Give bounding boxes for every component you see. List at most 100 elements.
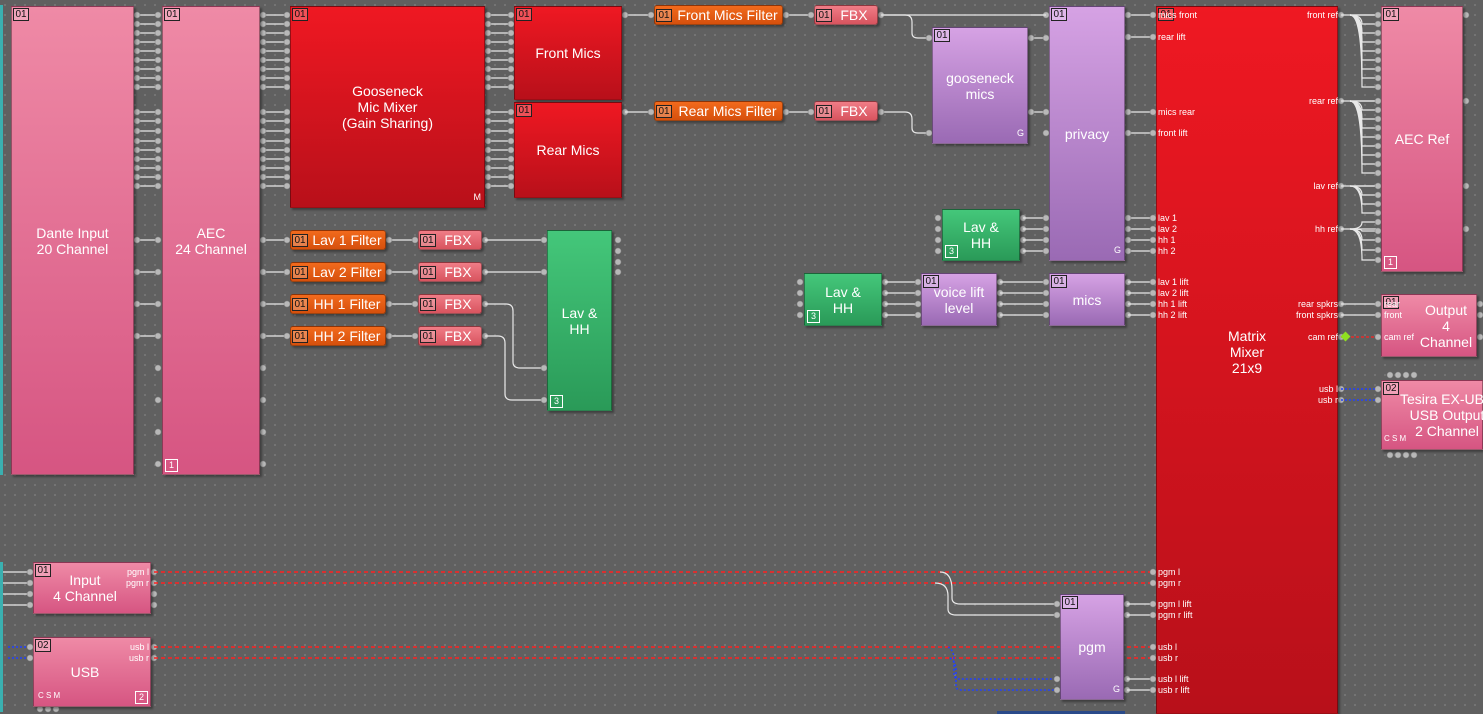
port-node[interactable] [484, 83, 492, 91]
port-node[interactable] [154, 428, 162, 436]
port-node[interactable] [154, 11, 162, 19]
port-node[interactable] [259, 20, 267, 28]
port-node[interactable] [614, 236, 622, 244]
rear-mics-block[interactable]: 01 Rear Mics [514, 102, 622, 198]
port-node[interactable] [154, 332, 162, 340]
port-node[interactable] [1410, 371, 1418, 379]
port-node[interactable] [259, 182, 267, 190]
input-4-channel-block[interactable]: 01 Input 4 Channel [33, 562, 151, 614]
port-node[interactable] [877, 108, 885, 116]
port-node[interactable] [484, 29, 492, 37]
port-node[interactable] [1124, 129, 1132, 137]
port-node[interactable] [154, 127, 162, 135]
aec-ref-block[interactable]: 01 AEC Ref 1 [1381, 6, 1463, 272]
port-node[interactable] [484, 146, 492, 154]
port-node[interactable] [1027, 34, 1035, 42]
port-node[interactable] [484, 74, 492, 82]
port-node[interactable] [1394, 451, 1402, 459]
port-node[interactable] [133, 38, 141, 46]
port-node[interactable] [133, 137, 141, 145]
matrix-mixer-block[interactable]: 01 Matrix Mixer 21x9 [1156, 6, 1338, 714]
port-node[interactable] [484, 127, 492, 135]
port-node[interactable] [259, 127, 267, 135]
port-node[interactable] [154, 173, 162, 181]
output-4-channel-block[interactable]: 01 Output 4 Channel [1381, 294, 1477, 357]
fbx-hh2-block[interactable]: 01 FBX [418, 326, 482, 346]
port-node[interactable] [796, 289, 804, 297]
port-node[interactable] [484, 65, 492, 73]
port-node[interactable] [484, 38, 492, 46]
port-node[interactable] [133, 65, 141, 73]
port-node[interactable] [259, 29, 267, 37]
port-node[interactable] [259, 137, 267, 145]
port-node[interactable] [484, 164, 492, 172]
port-node[interactable] [259, 300, 267, 308]
port-node[interactable] [1386, 451, 1394, 459]
port-node[interactable] [133, 108, 141, 116]
port-node[interactable] [154, 56, 162, 64]
tesira-usb-output-block[interactable]: 02 Tesira EX-UBD USB Output 2 Channel C … [1381, 380, 1483, 450]
port-node[interactable] [484, 155, 492, 163]
port-node[interactable] [1476, 311, 1483, 319]
port-node[interactable] [1124, 33, 1132, 41]
port-node[interactable] [154, 20, 162, 28]
port-node[interactable] [1402, 451, 1410, 459]
port-node[interactable] [1410, 451, 1418, 459]
port-node[interactable] [259, 164, 267, 172]
port-node[interactable] [484, 173, 492, 181]
port-node[interactable] [1027, 108, 1035, 116]
usb-input-block[interactable]: 02 USB 2 C S M [33, 637, 151, 707]
port-node[interactable] [614, 247, 622, 255]
port-node[interactable] [154, 47, 162, 55]
port-node[interactable] [484, 56, 492, 64]
port-node[interactable] [154, 155, 162, 163]
port-node[interactable] [385, 268, 393, 276]
port-node[interactable] [133, 29, 141, 37]
front-mics-filter-block[interactable]: 01 Front Mics Filter [654, 5, 783, 25]
port-node[interactable] [484, 108, 492, 116]
port-node[interactable] [934, 225, 942, 233]
port-node[interactable] [796, 311, 804, 319]
port-node[interactable] [259, 83, 267, 91]
port-node[interactable] [385, 236, 393, 244]
port-node[interactable] [154, 182, 162, 190]
port-node[interactable] [259, 146, 267, 154]
port-node[interactable] [259, 56, 267, 64]
port-node[interactable] [150, 590, 158, 598]
port-node[interactable] [133, 164, 141, 172]
aec-block[interactable]: 01 AEC 24 Channel 1 [162, 6, 260, 475]
port-node[interactable] [259, 428, 267, 436]
fbx-rear-block[interactable]: 01 FBX [814, 101, 878, 121]
port-node[interactable] [133, 56, 141, 64]
port-node[interactable] [154, 460, 162, 468]
hh1-filter-block[interactable]: 01 HH 1 Filter [290, 294, 386, 314]
port-node[interactable] [1124, 247, 1132, 255]
port-node[interactable] [154, 38, 162, 46]
port-node[interactable] [259, 74, 267, 82]
port-node[interactable] [154, 364, 162, 372]
port-node[interactable] [1476, 300, 1483, 308]
port-node[interactable] [259, 332, 267, 340]
port-node[interactable] [621, 11, 629, 19]
port-node[interactable] [133, 236, 141, 244]
port-node[interactable] [133, 117, 141, 125]
port-node[interactable] [1462, 97, 1470, 105]
port-node[interactable] [133, 300, 141, 308]
lav1-filter-block[interactable]: 01 Lav 1 Filter [290, 230, 386, 250]
port-node[interactable] [1476, 333, 1483, 341]
port-node[interactable] [1124, 225, 1132, 233]
port-node[interactable] [385, 332, 393, 340]
mics-block[interactable]: 01 mics [1049, 273, 1125, 326]
port-node[interactable] [133, 268, 141, 276]
port-node[interactable] [133, 173, 141, 181]
port-node[interactable] [1402, 371, 1410, 379]
dante-input-block[interactable]: 01 Dante Input 20 Channel [11, 6, 134, 475]
gooseneck-mixer-block[interactable]: 01 Gooseneck Mic Mixer (Gain Sharing) M [290, 6, 485, 208]
lav2-filter-block[interactable]: 01 Lav 2 Filter [290, 262, 386, 282]
port-node[interactable] [150, 601, 158, 609]
port-node[interactable] [133, 74, 141, 82]
port-node[interactable] [133, 83, 141, 91]
port-node[interactable] [133, 146, 141, 154]
port-node[interactable] [154, 29, 162, 37]
front-mics-block[interactable]: 01 Front Mics [514, 6, 622, 100]
